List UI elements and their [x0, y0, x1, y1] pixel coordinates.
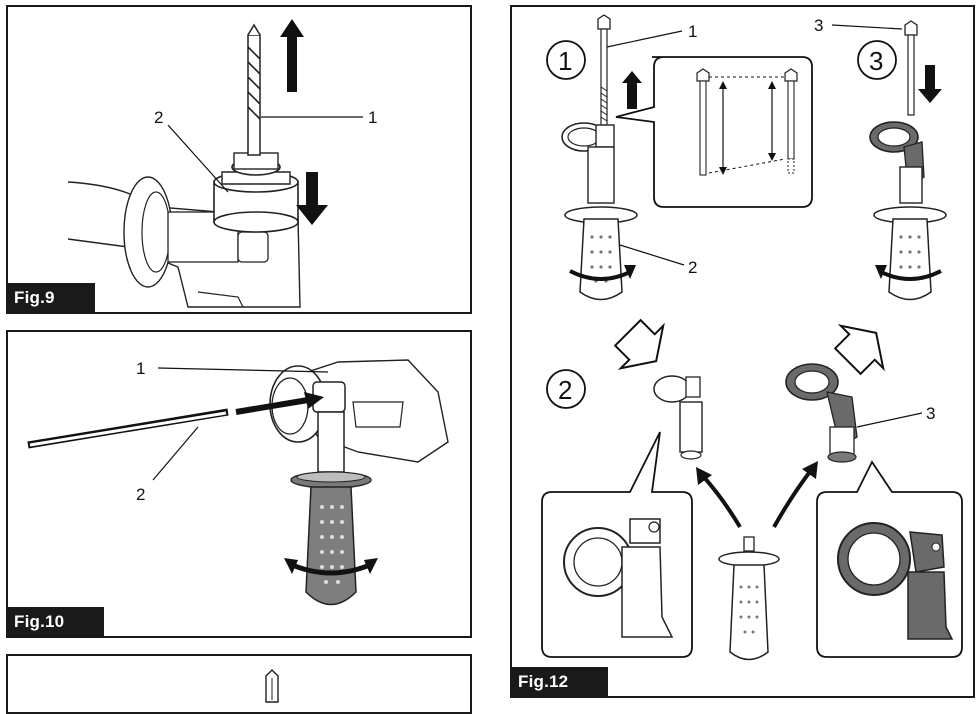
fig9-caption: Fig.9	[8, 283, 95, 312]
fig11-illustration	[265, 669, 279, 703]
fig10-label-hole: 1	[136, 359, 145, 378]
step-1-number: 1	[558, 46, 572, 76]
fig12-panel: 1 3 2 1 2	[510, 5, 975, 698]
fig12-label-adapter-a: 3	[814, 16, 823, 35]
fig12-label-bolt: 1	[688, 22, 697, 41]
step-3-circle	[857, 40, 897, 80]
step-1-circle	[546, 40, 586, 80]
fig12-label-grip: 2	[688, 258, 697, 277]
fig12-caption: Fig.12	[512, 667, 609, 696]
fig10-illustration: 1 2	[27, 359, 449, 606]
fig10-label-rod: 2	[136, 485, 145, 504]
step-2-circle	[546, 369, 586, 409]
fig10-caption: Fig.10	[8, 607, 105, 636]
fig12-illustration: 1 3 2 1 2	[541, 14, 963, 661]
fig9-label-chuck: 2	[154, 108, 163, 127]
step-2-number: 2	[558, 375, 572, 405]
fig12-label-adapter-b: 3	[926, 404, 935, 423]
fig9-panel: 1 2 Fig.9	[6, 5, 472, 314]
fig9-illustration: 1 2	[67, 19, 377, 308]
fig11-panel	[6, 654, 472, 714]
fig10-panel: 1 2 Fig.10	[6, 330, 472, 638]
step-3-number: 3	[869, 46, 883, 76]
fig9-label-bit: 1	[368, 108, 377, 127]
